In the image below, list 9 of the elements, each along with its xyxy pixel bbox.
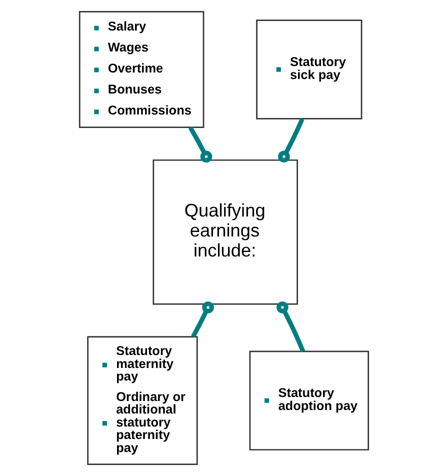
node-box: Salary Wages Overtime Bonuses Commissions (78, 11, 204, 128)
node-box: Qualifying earnings include: (152, 159, 298, 305)
connector (188, 126, 212, 163)
connector (191, 302, 214, 338)
node-box: Statutory sick pay (256, 20, 362, 120)
node-box: Statutory maternity pay Ordinary or additional statutory paternity pay (87, 336, 198, 465)
node-box: Statutory adoption pay (249, 350, 370, 450)
connector (276, 301, 306, 352)
connector (278, 118, 304, 163)
